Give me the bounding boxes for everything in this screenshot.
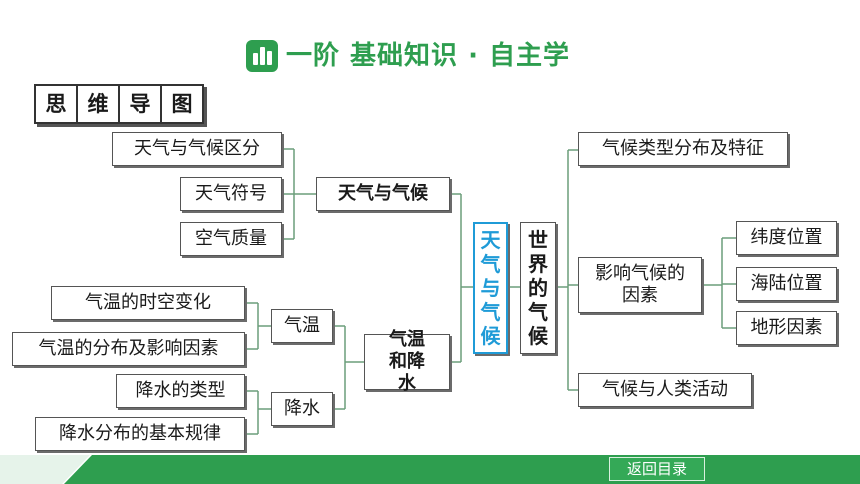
node-temperature-and-precipitation: 气温和降水 bbox=[364, 329, 450, 394]
node-climate-types: 气候类型分布及特征 bbox=[578, 132, 788, 166]
node-precipitation-pattern: 降水分布的基本规律 bbox=[35, 417, 245, 451]
node-temperature: 气温 bbox=[271, 309, 333, 343]
badge-char: 维 bbox=[78, 86, 120, 122]
footer-decoration bbox=[0, 455, 110, 484]
page-title: 一阶 基础知识 · 自主学 bbox=[286, 41, 571, 71]
header: 一阶 基础知识 · 自主学 bbox=[0, 0, 860, 78]
node-weather-and-climate-vertical: 天 气 与 气 候 bbox=[473, 222, 508, 354]
node-land-sea-position: 海陆位置 bbox=[736, 267, 837, 301]
node-weather-and-climate: 天气与气候 bbox=[316, 177, 450, 211]
node-weather-symbols: 天气符号 bbox=[180, 177, 282, 211]
badge-char: 思 bbox=[36, 86, 78, 122]
bar-chart-icon bbox=[246, 40, 278, 72]
node-terrain-factor: 地形因素 bbox=[736, 311, 837, 345]
mind-map-badge: 思 维 导 图 bbox=[34, 84, 204, 124]
node-temperature-variation: 气温的时空变化 bbox=[51, 286, 245, 320]
back-to-contents-button[interactable]: 返回目录 bbox=[609, 457, 705, 481]
footer-bar bbox=[0, 455, 860, 484]
node-precipitation: 降水 bbox=[271, 392, 333, 426]
badge-char: 导 bbox=[120, 86, 162, 122]
node-weather-climate-difference: 天气与气候区分 bbox=[112, 132, 282, 166]
node-world-climate: 世 界 的 气 候 bbox=[520, 222, 556, 354]
node-climate-human-activity: 气候与人类活动 bbox=[578, 373, 752, 407]
node-air-quality: 空气质量 bbox=[180, 222, 282, 256]
node-temperature-distribution: 气温的分布及影响因素 bbox=[12, 332, 245, 366]
badge-char: 图 bbox=[171, 92, 193, 116]
node-precipitation-types: 降水的类型 bbox=[116, 374, 245, 408]
node-latitude: 纬度位置 bbox=[736, 221, 837, 255]
node-climate-factors: 影响气候的因素 bbox=[578, 257, 702, 313]
